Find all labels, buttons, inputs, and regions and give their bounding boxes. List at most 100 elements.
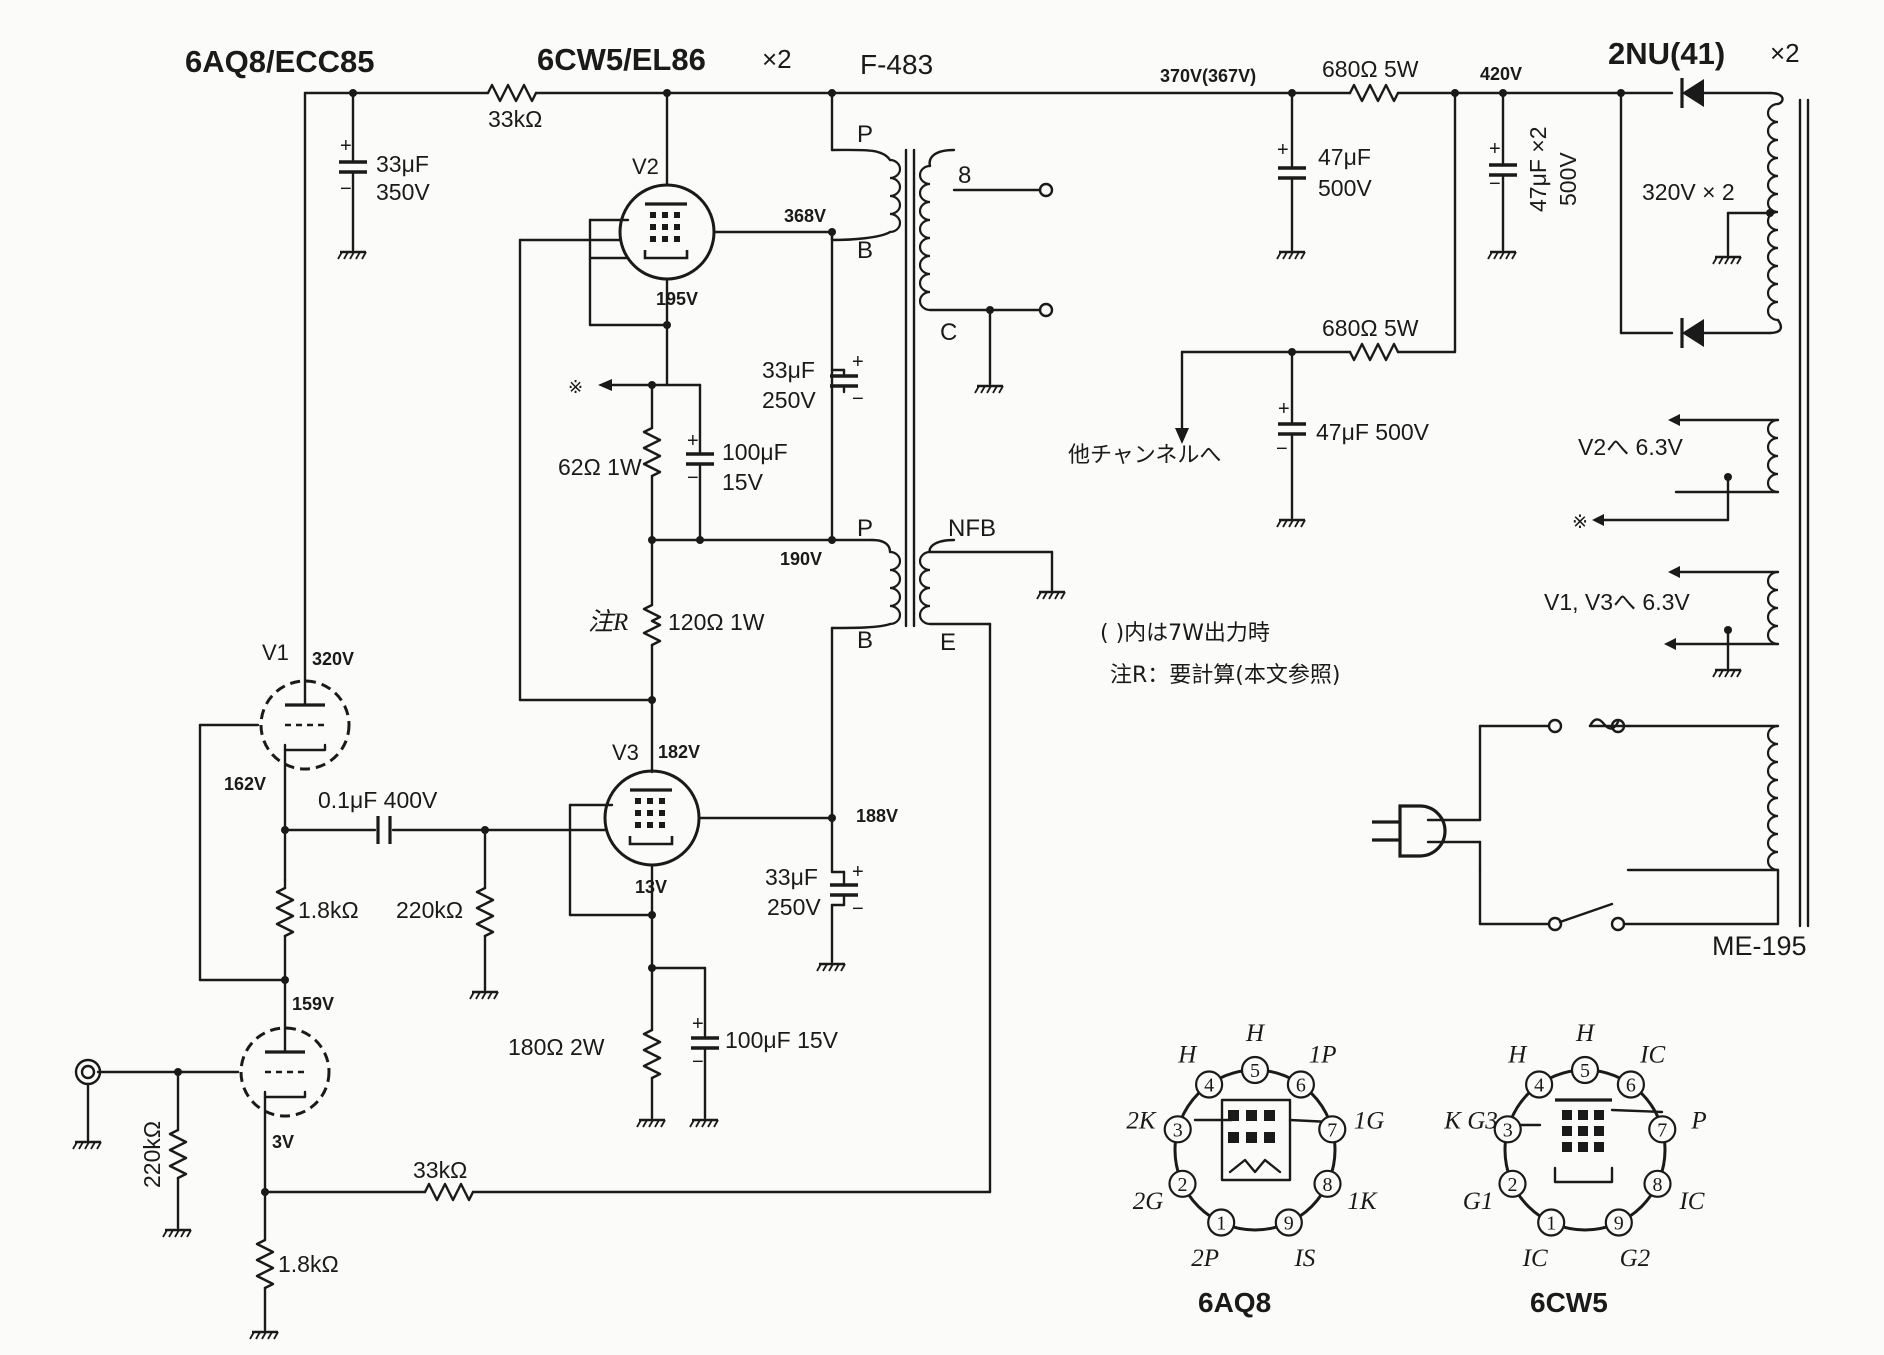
- pin-label: 2P: [1191, 1245, 1219, 1272]
- ot-e: E: [940, 629, 956, 656]
- pin-number: 5: [1250, 1060, 1260, 1082]
- rectifier-title: 2NU(41): [1608, 36, 1725, 71]
- r-1k8-a-label: 1.8kΩ: [298, 897, 359, 923]
- pin-circle: [1643, 1169, 1672, 1198]
- voltage-b420: 420V: [1480, 64, 1522, 84]
- c-33u-250-b-value: 33μF: [765, 864, 818, 890]
- voltage-v1b-plate: 159V: [292, 994, 334, 1014]
- pin-number: 2: [1507, 1174, 1517, 1196]
- r-220k-a-label: 220kΩ: [396, 897, 463, 923]
- tube-6cw5-count: ×2: [762, 44, 792, 74]
- heater-winding-v2: [1592, 414, 1780, 526]
- pin-circle: [1207, 1208, 1236, 1237]
- c-100u-15-a-plus: +: [687, 430, 699, 452]
- heater-v1v3-label: V1, V3へ 6.3V: [1544, 589, 1690, 615]
- ot-p-top: P: [857, 121, 873, 148]
- pin-label: H: [1177, 1041, 1198, 1068]
- pin-number: 6: [1296, 1074, 1306, 1096]
- pin-label: H: [1507, 1041, 1528, 1068]
- r-680-a-label: 680Ω 5W: [1322, 56, 1419, 82]
- voltage-p2: 190V: [780, 549, 822, 569]
- pin-label: 2G: [1133, 1188, 1164, 1215]
- c-100u-15-a-minus: −: [687, 467, 699, 489]
- c-33u-250-a-value: 33μF: [762, 357, 815, 383]
- pin-number: 8: [1323, 1174, 1333, 1196]
- pin-number: 6: [1626, 1074, 1636, 1096]
- pin-number: 1: [1216, 1213, 1226, 1235]
- c-47u-x2-plus: +: [1489, 138, 1501, 160]
- c-33u-250-b-voltage: 250V: [767, 894, 821, 920]
- heater-v2-label: V2へ 6.3V: [1578, 434, 1683, 460]
- pin-number: 7: [1327, 1119, 1337, 1141]
- ht-winding: [1711, 91, 1784, 335]
- pin-circle: [1525, 1070, 1554, 1099]
- c-100u-15-b-minus: −: [692, 1051, 704, 1073]
- pin-label: G1: [1463, 1188, 1494, 1215]
- pin-number: 5: [1580, 1060, 1590, 1082]
- pin-circle: [1163, 1115, 1192, 1144]
- coupling-network: [275, 816, 607, 1030]
- pin-circle: [1498, 1169, 1527, 1198]
- pin-number: 9: [1284, 1213, 1294, 1235]
- pin-label: 1G: [1354, 1107, 1385, 1134]
- v1-label: V1: [262, 640, 289, 665]
- rectifier-count: ×2: [1770, 38, 1800, 68]
- c-47u-500-a-voltage: 500V: [1318, 175, 1372, 201]
- c-47u-500-b-minus: −: [1276, 438, 1288, 460]
- pin-circle: [1274, 1208, 1303, 1237]
- pin-circle: [1493, 1115, 1522, 1144]
- c-47u-x2: [1486, 91, 1519, 261]
- voltage-b370: 370V(367V): [1160, 66, 1256, 86]
- pin-label: K G3: [1443, 1107, 1497, 1134]
- r-1k8-b-label: 1.8kΩ: [278, 1251, 339, 1277]
- second-filter-branch: [1175, 91, 1457, 529]
- ot-b-bot: B: [857, 627, 873, 654]
- c-33u-250-a-plus: +: [852, 351, 864, 373]
- tube-6cw5-title: 6CW5/EL86: [537, 42, 706, 77]
- feedback-network: [248, 1182, 992, 1341]
- input-jack: [71, 1058, 193, 1239]
- pin-circle: [1648, 1115, 1677, 1144]
- pin-circle: [1604, 1208, 1633, 1237]
- voltage-v3-screen: 188V: [856, 806, 898, 826]
- r-180-label: 180Ω 2W: [508, 1034, 605, 1060]
- c-33u-350-plus: +: [340, 135, 352, 157]
- pin-label: H: [1575, 1020, 1596, 1047]
- c-33u-350-voltage: 350V: [376, 179, 430, 205]
- c-33u-250-b-plus: +: [852, 861, 864, 883]
- r-220k-in-label: 220kΩ: [139, 1121, 165, 1188]
- pin-number: 3: [1173, 1119, 1183, 1141]
- note-paren: ( )内は7W出力時: [1100, 621, 1270, 646]
- tube-v1-upper: [198, 91, 351, 982]
- pinout-6cw5-name: 6CW5: [1530, 1287, 1608, 1318]
- pin-number: 4: [1204, 1074, 1214, 1096]
- c-33u-350-value: 33μF: [376, 151, 429, 177]
- pin-label: IC: [1522, 1245, 1548, 1272]
- ot-p-bot: P: [857, 515, 873, 542]
- c-47u-500-a-plus: +: [1277, 139, 1289, 161]
- r-33k-fb-label: 33kΩ: [413, 1157, 467, 1183]
- c-47u-x2-minus: −: [1489, 173, 1501, 195]
- voltage-v2-plate: 368V: [784, 206, 826, 226]
- primary-winding: [1372, 718, 1780, 932]
- c-100u-15-a-value: 100μF: [722, 439, 788, 465]
- pin-number: 1: [1546, 1213, 1556, 1235]
- c-01u-400-label: 0.1μF 400V: [318, 787, 438, 813]
- ot-b-top: B: [857, 237, 873, 264]
- heater-winding-v1v3: [1664, 566, 1780, 679]
- c-47u-x2-value: 47μF ×2: [1525, 127, 1551, 213]
- pin-label: IC: [1639, 1041, 1665, 1068]
- rectifier-diodes: [1619, 78, 1772, 348]
- c-33u-250-a-voltage: 250V: [762, 387, 816, 413]
- tube-v3: [568, 626, 860, 1129]
- c-33u-350-minus: −: [340, 178, 352, 200]
- tube-6aq8-title: 6AQ8/ECC85: [185, 44, 375, 79]
- c-100u-15-b-plus: +: [692, 1013, 704, 1035]
- pin-label: IC: [1678, 1188, 1704, 1215]
- v3-label: V3: [612, 740, 639, 765]
- tube-v1-lower: [96, 1026, 331, 1197]
- r-33k-top-label: 33kΩ: [488, 106, 542, 132]
- v2-label: V2: [632, 154, 659, 179]
